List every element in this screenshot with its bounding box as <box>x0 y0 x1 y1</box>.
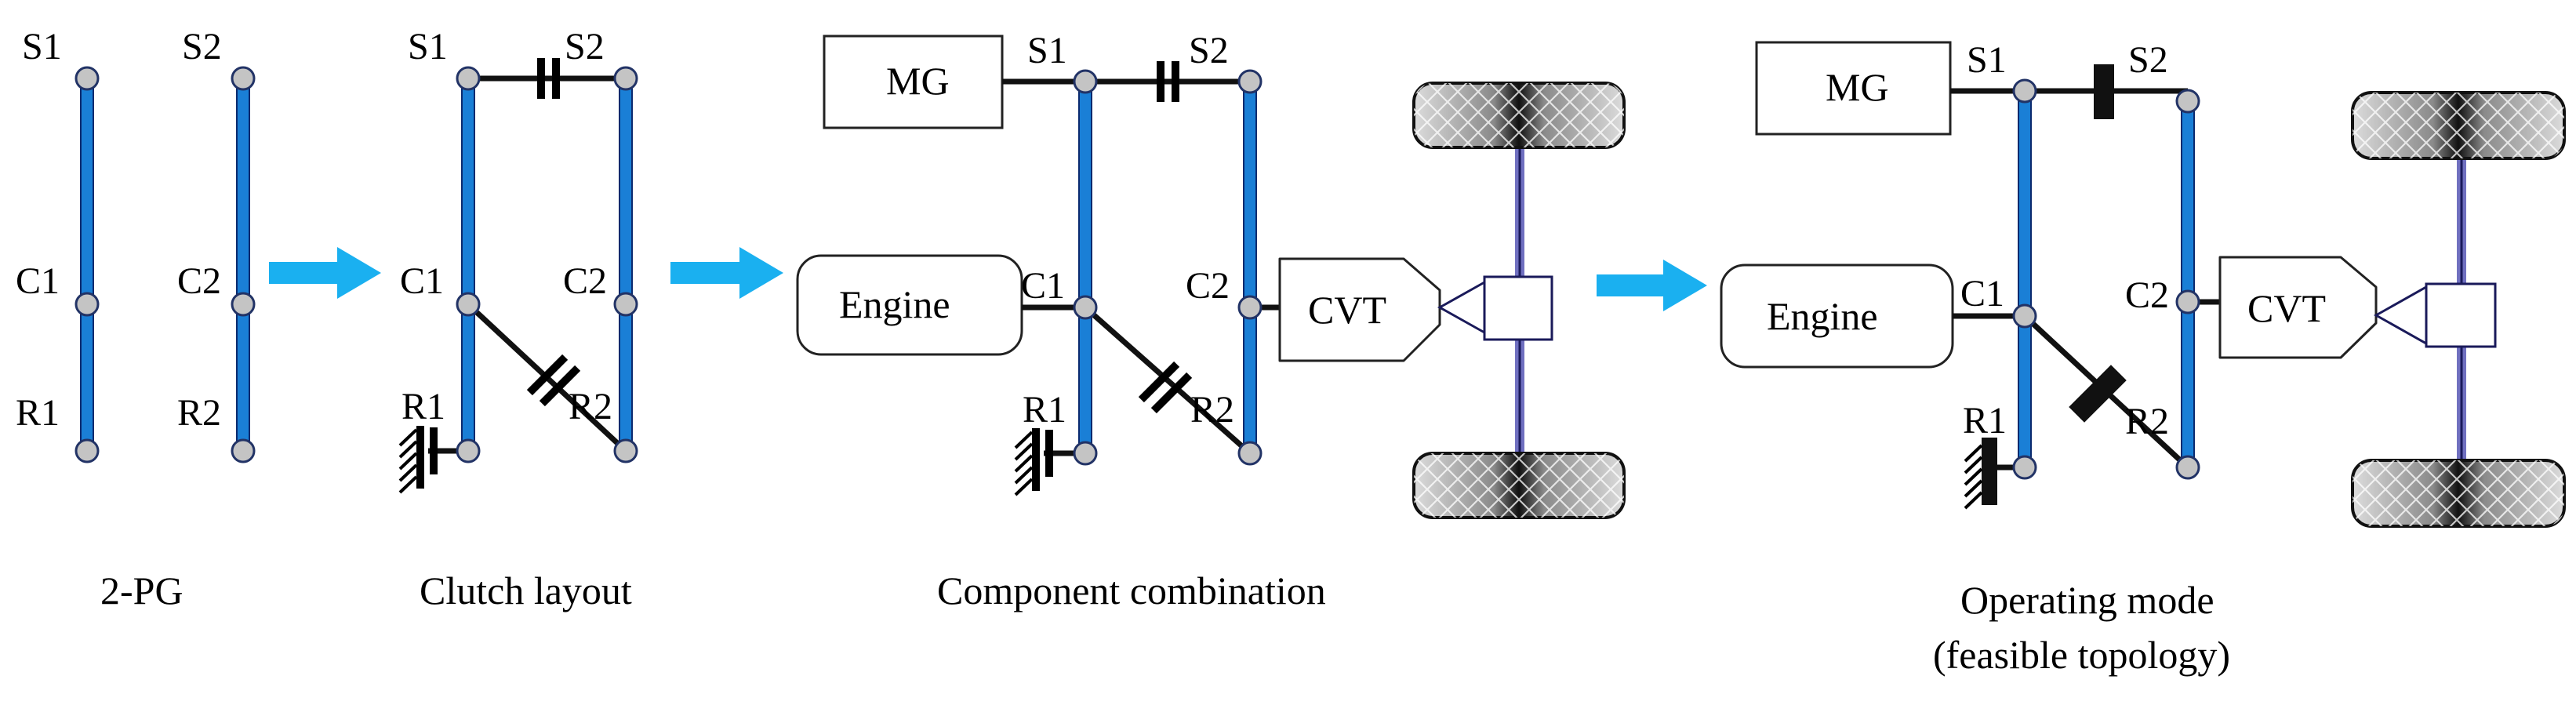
node-r2 <box>231 438 256 463</box>
mg-box <box>823 35 1004 129</box>
node-r1 <box>74 438 100 463</box>
lever-pg1 <box>1073 69 1098 466</box>
cvt-box <box>1278 257 1441 362</box>
caption-operating-mode: Operating mode <box>1960 578 2214 622</box>
label-r2: R2 <box>177 392 221 434</box>
label-s1: S1 <box>1967 39 2007 81</box>
caption-2pg: 2-PG <box>100 569 183 612</box>
stage-component-combination: MG Engine <box>796 30 1626 612</box>
final-drive <box>1412 82 1626 519</box>
lever-pg1 <box>2012 78 2037 480</box>
lever-pg2 <box>2175 89 2200 480</box>
node-c1 <box>2012 303 2037 329</box>
label-s2: S2 <box>565 26 605 67</box>
node-c1 <box>74 292 100 317</box>
label-c2: C2 <box>1186 265 1230 307</box>
label-c1: C1 <box>400 260 444 302</box>
node-s1 <box>456 66 481 91</box>
node-c2 <box>2175 289 2200 314</box>
label-c1: C1 <box>16 260 60 302</box>
flow-arrow-3 <box>1597 260 1707 311</box>
brake-r1 <box>1014 428 1085 496</box>
label-s2: S2 <box>182 26 222 67</box>
node-r2 <box>2175 455 2200 480</box>
node-s2 <box>231 66 256 91</box>
lever-pg2 <box>1237 69 1263 466</box>
label-r1: R1 <box>1023 389 1066 431</box>
differential-box <box>1483 275 1553 341</box>
brake-r1-engaged <box>1964 438 2025 510</box>
caption-component-combination: Component combination <box>937 569 1326 612</box>
clutch-c1-r2-engaged <box>2069 365 2127 423</box>
node-s2 <box>2175 89 2200 114</box>
label-r2: R2 <box>2125 401 2169 442</box>
node-s2 <box>613 66 638 91</box>
final-drive <box>2351 91 2566 528</box>
node-c2 <box>231 292 256 317</box>
lever-pg2 <box>231 66 256 463</box>
node-r2 <box>1237 441 1263 466</box>
label-c1: C1 <box>1021 265 1065 307</box>
flow-arrow-1 <box>269 247 381 299</box>
node-r1 <box>1073 441 1098 466</box>
node-s1 <box>2012 78 2037 104</box>
lever-pg1 <box>74 66 100 463</box>
brake-r1 <box>398 426 468 494</box>
label-s1: S1 <box>1027 30 1067 71</box>
label-c2: C2 <box>177 260 221 302</box>
differential-cone <box>2373 285 2428 346</box>
lever-pg1 <box>456 66 481 463</box>
caption-clutch-layout: Clutch layout <box>420 569 632 612</box>
label-r1: R1 <box>401 386 445 427</box>
clutch-c1-r2 <box>1138 361 1193 414</box>
node-c1 <box>456 292 481 317</box>
cvt-box <box>2218 256 2378 359</box>
label-s1: S1 <box>22 26 62 67</box>
cvt-label: CVT <box>2247 286 2326 330</box>
clutch-s1-s2 <box>1157 61 1179 102</box>
differential-box <box>2425 282 2497 348</box>
flow-arrow-2 <box>670 247 783 299</box>
mg-label: MG <box>886 59 950 103</box>
stage-2pg: S1 C1 R1 S2 C2 R2 2-PG <box>16 26 256 612</box>
engine-label: Engine <box>1767 294 1878 338</box>
label-s2: S2 <box>2128 39 2168 81</box>
cvt-label: CVT <box>1308 288 1386 332</box>
link-c1-r2 <box>1083 305 1252 456</box>
node-s1 <box>74 66 100 91</box>
clutch-c1-r2 <box>526 354 581 407</box>
label-c2: C2 <box>2125 274 2169 316</box>
caption-feasible-topology: (feasible topology) <box>1933 633 2230 677</box>
node-c2 <box>613 292 638 317</box>
label-r1: R1 <box>16 392 60 434</box>
label-s1: S1 <box>408 26 448 67</box>
label-c2: C2 <box>563 260 607 302</box>
label-r1: R1 <box>1963 400 2007 442</box>
lever-pg2 <box>613 66 638 463</box>
node-c1 <box>1073 295 1098 320</box>
node-s1 <box>1073 69 1098 94</box>
clutch-s1-s2-engaged <box>2094 64 2114 119</box>
label-s2: S2 <box>1189 30 1229 71</box>
node-r1 <box>456 438 481 463</box>
clutch-s1-s2 <box>537 58 560 99</box>
stage-operating-mode: MG Engine CVT <box>1720 39 2566 677</box>
node-r2 <box>613 438 638 463</box>
node-c2 <box>1237 295 1263 320</box>
node-s2 <box>1237 69 1263 94</box>
engine-label: Engine <box>839 282 950 326</box>
label-c1: C1 <box>1960 273 2004 314</box>
label-r2: R2 <box>569 386 612 427</box>
mg-label: MG <box>1826 65 1889 109</box>
label-r2: R2 <box>1190 389 1234 431</box>
node-r1 <box>2012 455 2037 480</box>
stage-clutch-layout: S1 C1 R1 S2 C2 R2 Clutch layout <box>398 26 638 612</box>
differential-cone <box>1437 280 1486 335</box>
